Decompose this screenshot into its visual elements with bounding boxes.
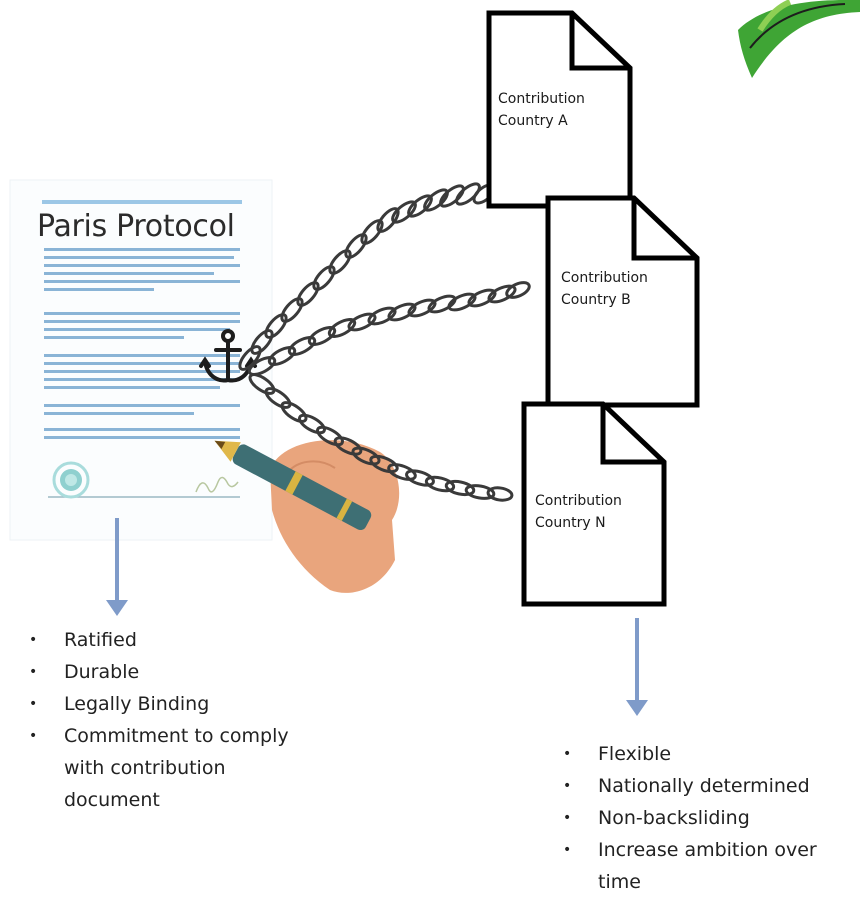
protocol-attributes-list: Ratified Durable Legally Binding Commitm… bbox=[27, 624, 367, 816]
list-item: Commitment to comply with contribution d… bbox=[27, 720, 294, 816]
arrow-down-icon bbox=[106, 518, 128, 616]
contribution-b-line2: Country B bbox=[561, 292, 631, 308]
arrow-down-icon bbox=[626, 618, 648, 716]
contribution-label-n: Contribution Country N bbox=[535, 490, 622, 534]
contribution-a-line2: Country A bbox=[498, 113, 568, 129]
contribution-b-line1: Contribution bbox=[561, 270, 648, 286]
contribution-n-line1: Contribution bbox=[535, 493, 622, 509]
contribution-label-a: Contribution Country A bbox=[498, 88, 585, 132]
contribution-label-b: Contribution Country B bbox=[561, 267, 648, 311]
chain-to-country-b bbox=[247, 281, 531, 376]
list-item: Durable bbox=[27, 656, 367, 688]
list-item: Increase ambition over time bbox=[561, 834, 848, 898]
protocol-text-lines bbox=[44, 248, 240, 439]
list-item: Legally Binding bbox=[27, 688, 367, 720]
contribution-a-line1: Contribution bbox=[498, 91, 585, 107]
chain-to-country-n bbox=[248, 373, 514, 502]
chain-links bbox=[238, 182, 531, 502]
contribution-n-line2: Country N bbox=[535, 515, 606, 531]
contribution-attributes-list: Flexible Nationally determined Non-backs… bbox=[561, 738, 860, 898]
contribution-doc-n bbox=[521, 401, 667, 607]
chain-to-country-a bbox=[238, 182, 496, 371]
logo-icon bbox=[738, 0, 860, 78]
anchor-icon bbox=[199, 329, 257, 383]
signature-icon bbox=[195, 476, 239, 493]
hand-with-pen-icon bbox=[214, 440, 400, 593]
protocol-title: Paris Protocol bbox=[37, 209, 235, 244]
list-item: Non-backsliding bbox=[561, 802, 860, 834]
list-item: Nationally determined bbox=[561, 770, 860, 802]
contribution-doc-b bbox=[545, 195, 700, 408]
list-item: Ratified bbox=[27, 624, 367, 656]
contribution-doc-a bbox=[486, 10, 633, 209]
list-item: Flexible bbox=[561, 738, 860, 770]
seal-icon bbox=[52, 461, 90, 499]
